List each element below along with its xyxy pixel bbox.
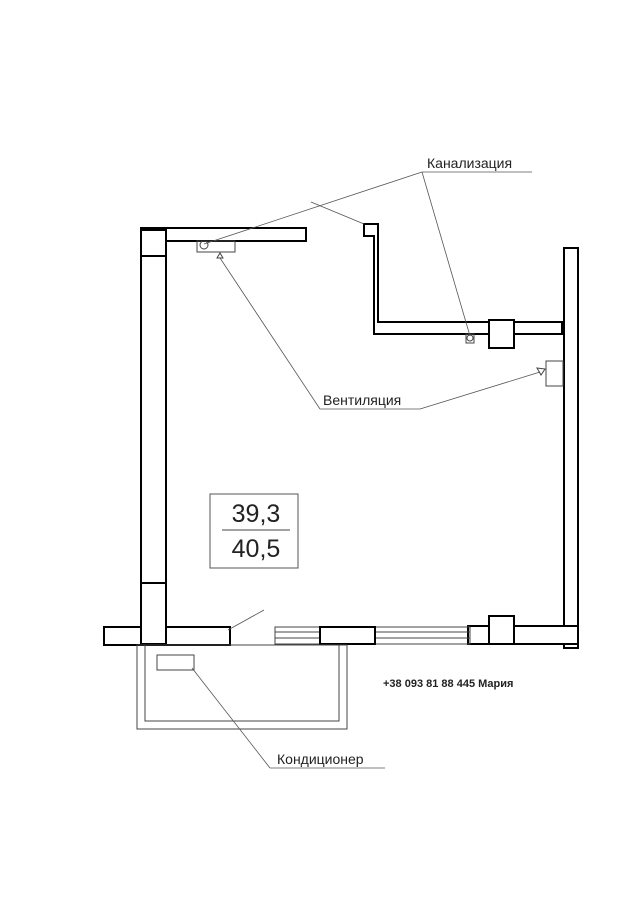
sewer-leader-left	[203, 171, 423, 245]
conditioner-label: Кондиционер	[277, 751, 364, 767]
sewer-leader-right	[421, 171, 471, 337]
window-frame	[319, 626, 376, 645]
column-lower-left	[140, 582, 167, 645]
sewer-pipe-left	[199, 240, 209, 250]
column-lower-right	[488, 615, 515, 645]
column-top-left	[140, 229, 167, 257]
vent-grille-right	[545, 360, 564, 387]
contact-text: +38 093 81 88 445 Мария	[383, 678, 513, 690]
sewer-pipe-right-box	[465, 333, 475, 344]
conditioner-leader	[191, 667, 271, 769]
ventilation-leader-left	[219, 257, 321, 410]
living-area: 39,3	[232, 500, 281, 528]
ventilation-leader-right	[419, 371, 541, 410]
balcony-inner	[144, 644, 340, 722]
balcony	[136, 644, 348, 730]
sewer-label: Канализация	[427, 155, 512, 171]
wall-stepped	[363, 223, 563, 335]
total-area: 40,5	[232, 535, 281, 563]
area-box	[209, 493, 299, 569]
column-upper-right	[488, 319, 515, 349]
wall-left	[140, 231, 167, 644]
conditioner-unit	[156, 654, 195, 671]
arrow-icon	[536, 367, 546, 376]
door-swing	[227, 609, 265, 631]
vent-grille-left	[196, 240, 236, 253]
sewer-leader-hint	[310, 201, 365, 225]
arrow-icon	[216, 252, 224, 259]
ventilation-label: Вентиляция	[323, 392, 401, 408]
wall-bottom-right	[467, 625, 579, 645]
wall-right	[563, 247, 579, 649]
